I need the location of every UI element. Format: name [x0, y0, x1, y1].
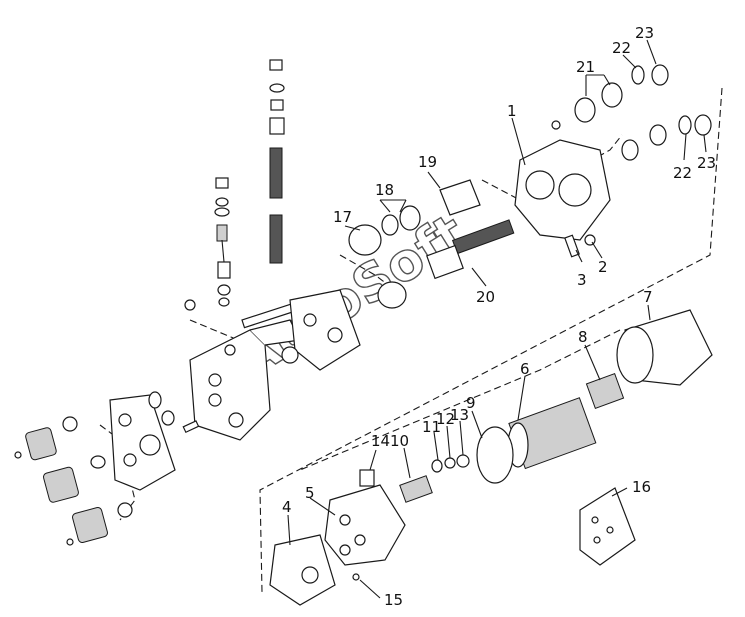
label-23-top: 23 [635, 24, 654, 42]
label-19: 19 [418, 153, 437, 171]
label-14: 14 [371, 432, 390, 450]
left-gear-assembly [14, 391, 200, 546]
label-22-top: 22 [612, 39, 631, 57]
label-8: 8 [578, 328, 588, 346]
label-7: 7 [643, 288, 653, 306]
label-10: 10 [390, 432, 409, 450]
lower-dashed-outline [299, 329, 621, 471]
label-5: 5 [305, 484, 315, 502]
label-17: 17 [333, 208, 352, 226]
label-6: 6 [520, 360, 530, 378]
upper-dashed-outline [259, 87, 723, 593]
filter-assembly [269, 309, 713, 606]
leader-lines [287, 39, 707, 599]
label-4: 4 [282, 498, 292, 516]
label-1: 1 [507, 102, 517, 120]
label-3: 3 [577, 271, 587, 289]
label-20: 20 [476, 288, 495, 306]
valve-stack-left [214, 59, 285, 307]
pump-housing [184, 299, 303, 441]
label-11: 11 [422, 418, 441, 436]
label-23-right: 23 [697, 154, 716, 172]
label-2: 2 [598, 258, 608, 276]
label-12: 12 [436, 410, 455, 428]
label-15: 15 [384, 591, 403, 609]
part-labels: 1 2 3 4 5 6 7 8 9 10 11 12 13 14 15 16 1… [282, 24, 716, 609]
label-13: 13 [450, 406, 469, 424]
label-18: 18 [375, 181, 394, 199]
label-9: 9 [466, 394, 476, 412]
label-22-right: 22 [673, 164, 692, 182]
label-16: 16 [632, 478, 651, 496]
body-gasket [281, 289, 361, 371]
pump-head-right [348, 64, 712, 309]
label-21: 21 [576, 58, 595, 76]
